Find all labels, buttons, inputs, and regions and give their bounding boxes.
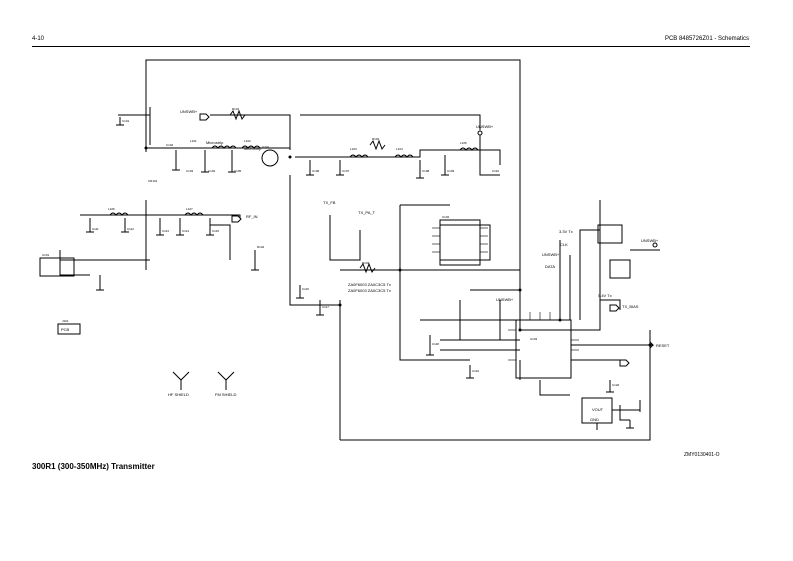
fm-shield-symbol [217,371,235,390]
ic-u103 [515,319,572,379]
svg-text:R102: R102 [372,137,380,141]
svg-text:C116: C116 [302,287,309,291]
filter-chain-wire [80,214,241,218]
svg-text:C112: C112 [127,227,134,231]
net-label-reset: RESET [656,343,670,348]
svg-text:R103: R103 [362,261,370,265]
label-gnd: GND [590,417,599,422]
svg-text:C109: C109 [447,169,455,173]
net-label-tx-pa: TX_PA_T [358,210,376,215]
net-label-unswb-e: UNSWB+ [641,238,659,243]
label-microstrip-a: Microstrip [206,140,224,145]
net-label-v54: 5.4V Tx [598,293,612,298]
svg-text:CR101: CR101 [148,179,158,183]
ic-u102 [439,219,481,266]
net-label-rf-in: RF_IN [246,214,258,219]
ic-cr103 [597,224,623,244]
svg-text:L101: L101 [190,139,197,143]
figure-caption: 300R1 (300-350MHz) Transmitter [32,462,155,471]
ic-u101 [39,257,75,277]
svg-text:C117: C117 [322,305,329,309]
svg-text:C114: C114 [182,229,189,233]
svg-text:L103: L103 [350,147,357,151]
hf-shield-symbol [172,371,190,390]
svg-text:C111: C111 [92,227,99,231]
svg-text:Q101: Q101 [262,145,270,149]
bottom-return-wire [340,330,651,441]
net-label-unswb-c: UNSWB+ [496,297,514,302]
rf-in-connector [231,215,242,223]
svg-text:C105: C105 [234,169,242,173]
note-b: ZA0F6003 ZA0C3C5 Tx [348,288,391,293]
svg-text:L105: L105 [460,141,467,145]
net-label-v33: 3.3V Tx [559,229,573,234]
drawing-number: ZMY0130401-O [684,452,720,458]
label-microstrip-b: Microstrip [244,146,262,151]
vcc-rail-wire [145,59,521,330]
unswb-connector-a [199,113,210,121]
pcb-box [57,323,81,335]
svg-text:C103: C103 [186,169,194,173]
svg-text:R104: R104 [257,245,265,249]
svg-text:J101: J101 [62,319,69,323]
net-label-unswb-b: UNSWB+ [476,124,494,129]
note-a: ZA0F6003 ZA0C3C5 Tx [348,282,391,287]
svg-text:C104: C104 [208,169,216,173]
svg-text:C115: C115 [212,229,219,233]
svg-text:C118: C118 [432,342,439,346]
net-label-unswb-d: UNSWB+ [542,252,560,257]
label-pcb: PCB [61,327,70,332]
svg-text:L106: L106 [108,207,115,211]
mid-bias-wire [289,175,340,306]
reset-arrow [645,341,655,349]
net-label-unswb-a: UNSWB+ [180,109,198,114]
svg-text:C106: C106 [312,169,320,173]
header-rule [32,46,750,47]
svg-text:C120: C120 [612,383,620,387]
tx-bias-connector [609,304,620,312]
svg-text:C107: C107 [342,169,350,173]
svg-text:U103: U103 [530,337,538,341]
svg-text:L104: L104 [396,147,403,151]
svg-text:C110: C110 [492,169,499,173]
svg-text:C101: C101 [122,119,130,123]
net-label-tx-fb: TX_FB [323,200,336,205]
svg-text:C108: C108 [422,169,430,173]
svg-text:U101: U101 [42,253,50,257]
net-label-clk: CLK [560,242,568,247]
page-title: PCB 8485726Z01 - Schematics [664,36,749,42]
inductor-microstrip-b [241,145,261,149]
svg-text:C102: C102 [166,143,174,147]
label-vout: VOUT [592,407,604,412]
svg-text:L107: L107 [186,207,193,211]
svg-text:L102: L102 [244,139,251,143]
rf-chain-wire-b [295,149,501,165]
transistor-q101 [261,149,279,167]
svg-text:U102: U102 [442,215,450,219]
svg-text:C119: C119 [472,369,479,373]
net-label-tx-bias: TX_BIAS [622,304,639,309]
page-number: 4-10 [32,36,45,42]
label-fm-shield: FM SHIELD [215,392,236,397]
svg-text:C113: C113 [162,229,169,233]
net-label-data: DATA [545,264,555,269]
label-hf-shield: HF SHIELD [168,392,189,397]
inductor-microstrip-a [211,145,237,149]
svg-text:R101: R101 [232,107,240,111]
